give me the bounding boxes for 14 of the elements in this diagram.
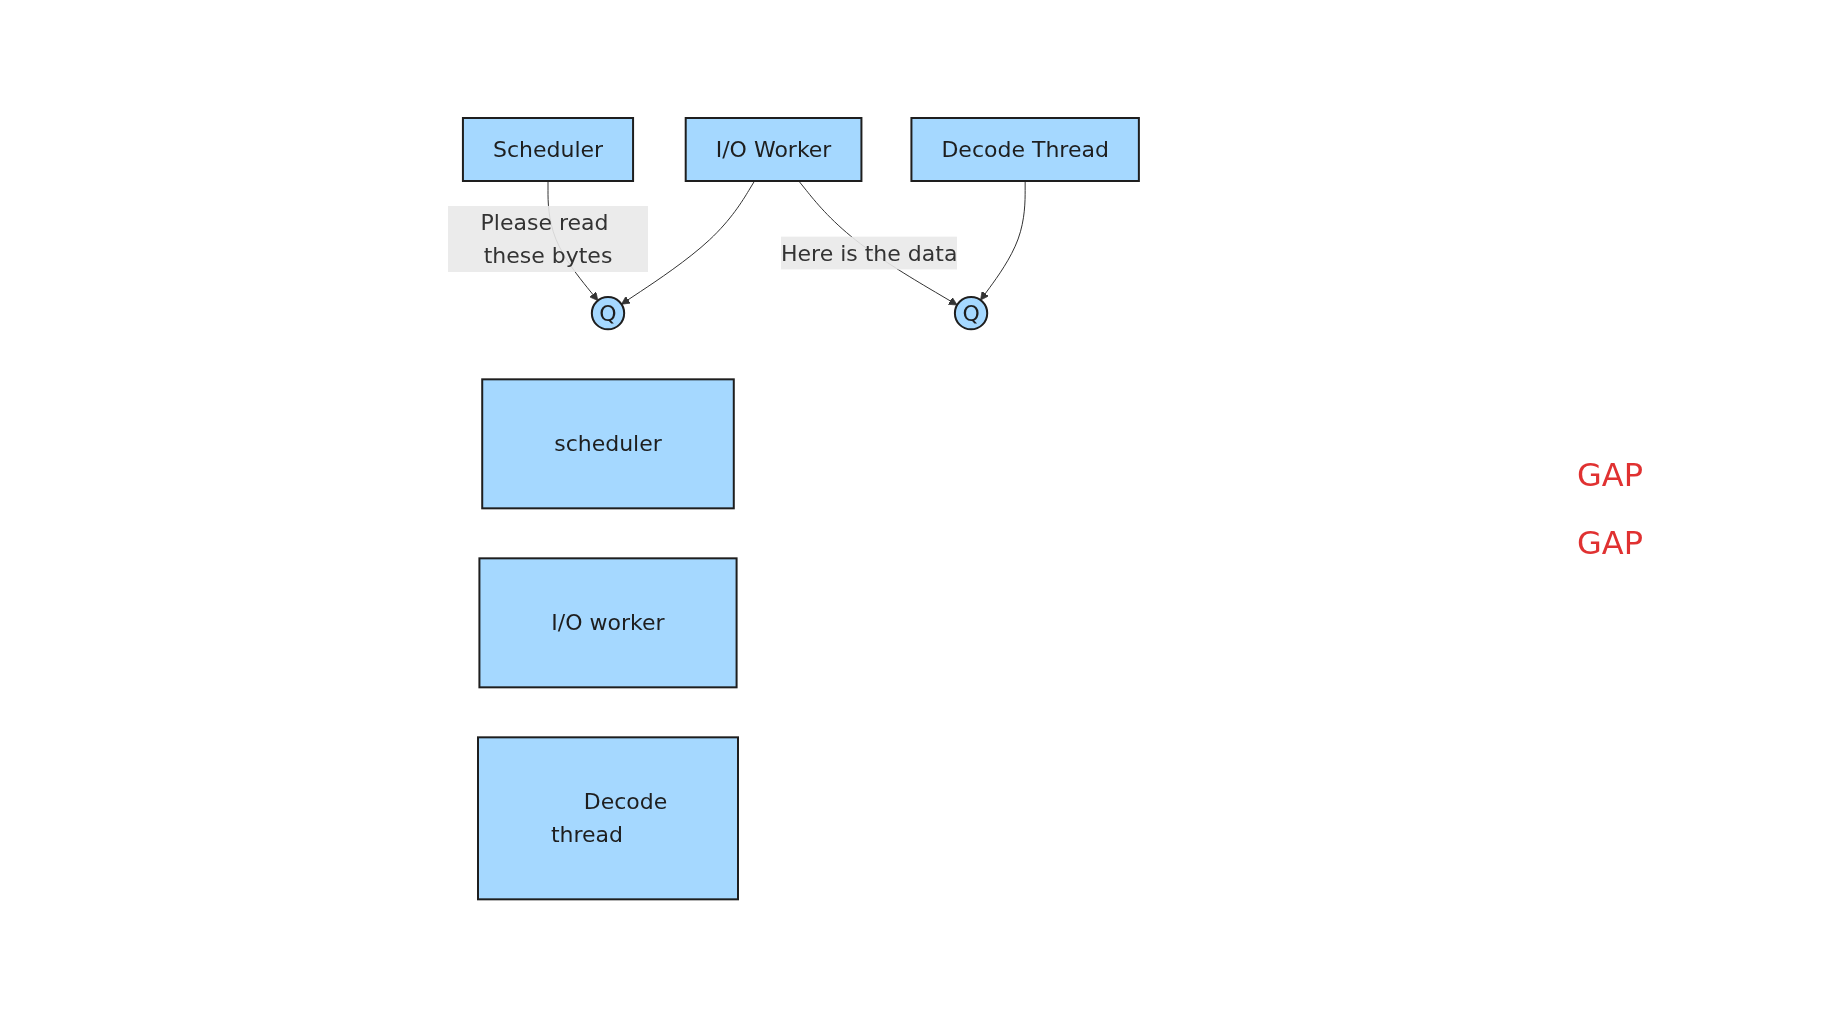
gap-note: GAP <box>1577 456 1644 494</box>
node-box: I/O worker <box>478 557 738 689</box>
node-circle: Q <box>953 296 989 331</box>
node-circle: Q <box>590 296 626 331</box>
edge-label: Please read these bytes <box>480 210 613 269</box>
node-box: scheduler <box>481 378 735 510</box>
node-box: Decode thread <box>477 736 740 901</box>
node-box: I/O Worker <box>684 117 863 183</box>
gap-note: GAP <box>1577 524 1644 562</box>
node-box: Decode Thread <box>910 117 1140 183</box>
edge-label: Here is the data <box>781 240 958 266</box>
node-box: Scheduler <box>462 117 635 183</box>
arrow <box>621 180 756 305</box>
arrow <box>980 180 1026 301</box>
